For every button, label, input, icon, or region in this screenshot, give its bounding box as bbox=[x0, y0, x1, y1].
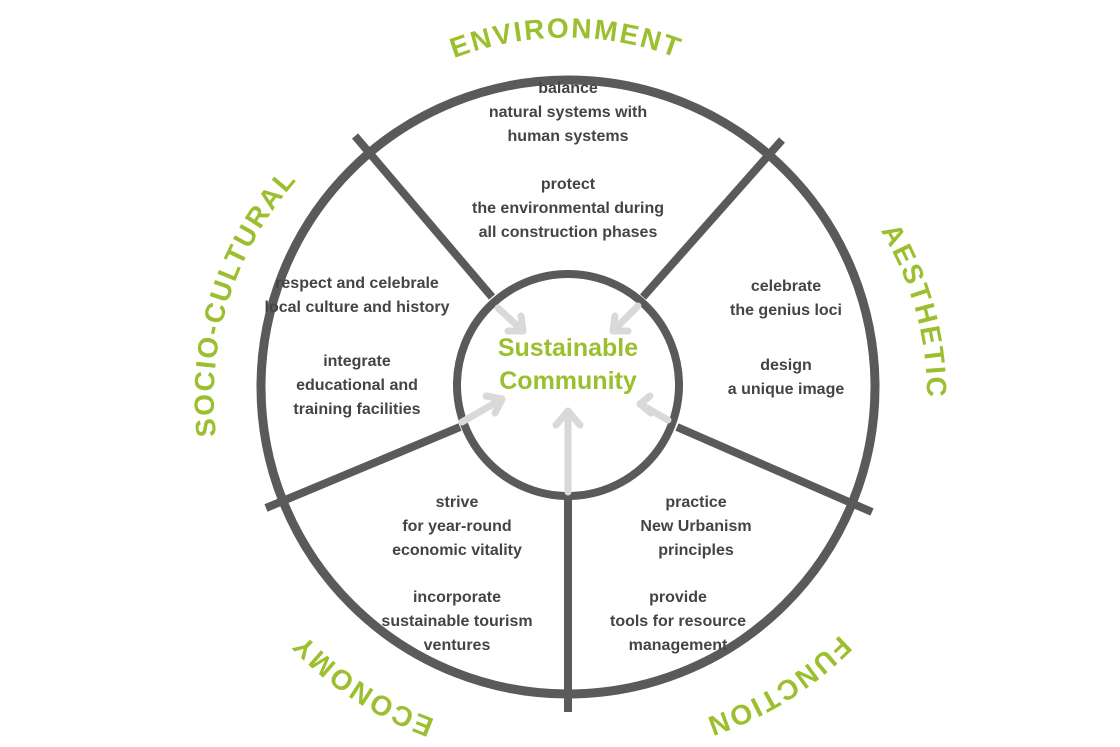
divider-aesthetic-function bbox=[675, 423, 874, 516]
environment-line-5: the environmental during bbox=[472, 200, 664, 217]
segment-economy: strive for year-round economic vitality … bbox=[381, 494, 532, 654]
aesthetic-line-4: a unique image bbox=[728, 381, 845, 398]
divider-environment-socio bbox=[351, 133, 496, 300]
function-line-5: tools for resource bbox=[610, 613, 746, 630]
socio-line-4: educational and bbox=[296, 377, 418, 394]
arrow-from-socio-cultural bbox=[458, 392, 506, 426]
function-line-2: New Urbanism bbox=[640, 518, 751, 535]
arrows bbox=[458, 302, 672, 496]
arrow-from-function-economy bbox=[552, 407, 584, 496]
economy-line-4: incorporate bbox=[413, 589, 501, 606]
function-line-6: management bbox=[629, 637, 728, 654]
economy-line-2: for year-round bbox=[402, 518, 511, 535]
economy-line-5: sustainable tourism bbox=[381, 613, 532, 630]
socio-line-1: respect and celebrale bbox=[275, 275, 439, 292]
function-line-3: principles bbox=[658, 542, 734, 559]
socio-line-2: local culture and history bbox=[265, 299, 450, 316]
function-line-4: provide bbox=[649, 589, 707, 606]
divider-environment-aesthetic bbox=[640, 137, 785, 300]
arrow-from-aesthetic bbox=[636, 392, 672, 424]
environment-line-3: human systems bbox=[508, 128, 629, 145]
environment-line-1: balance bbox=[538, 80, 598, 97]
segment-socio-cultural: respect and celebrale local culture and … bbox=[265, 275, 450, 418]
divider-economy-socio bbox=[264, 423, 462, 512]
arrow-from-environment-right bbox=[609, 302, 642, 335]
environment-line-6: all construction phases bbox=[479, 224, 658, 241]
aesthetic-line-2: the genius loci bbox=[730, 302, 842, 319]
segment-function: practice New Urbanism principles provide… bbox=[610, 494, 752, 654]
label-aesthetic: AESTHETIC bbox=[876, 218, 953, 399]
segment-environment: balance natural systems with human syste… bbox=[472, 80, 664, 241]
economy-line-6: ventures bbox=[424, 637, 491, 654]
label-environment: ENVIRONMENT bbox=[446, 12, 686, 63]
environment-line-4: protect bbox=[541, 176, 596, 193]
socio-line-3: integrate bbox=[323, 353, 391, 370]
aesthetic-line-1: celebrate bbox=[751, 278, 821, 295]
economy-line-1: strive bbox=[436, 494, 479, 511]
function-line-1: practice bbox=[665, 494, 726, 511]
aesthetic-line-3: design bbox=[760, 357, 812, 374]
economy-line-3: economic vitality bbox=[392, 542, 522, 559]
environment-line-2: natural systems with bbox=[489, 104, 647, 121]
center-title-line2: Community bbox=[499, 367, 637, 395]
arrow-from-environment-left bbox=[494, 304, 527, 335]
center-title-line1: Sustainable bbox=[498, 334, 638, 362]
segment-aesthetic: celebrate the genius loci design a uniqu… bbox=[728, 278, 845, 398]
socio-line-5: training facilities bbox=[293, 401, 420, 418]
